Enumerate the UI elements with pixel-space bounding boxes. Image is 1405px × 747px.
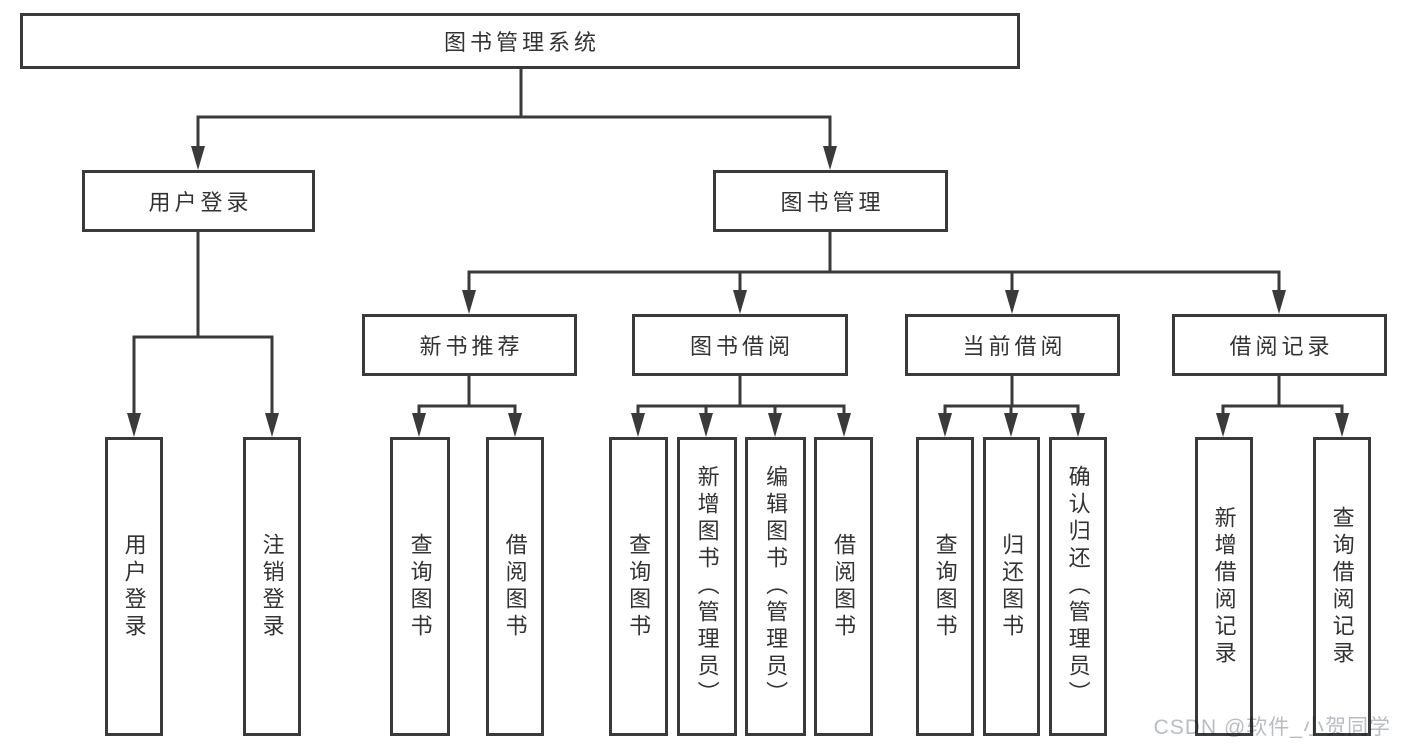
branch-box-user-login-label: 用户登录 xyxy=(148,190,253,215)
leaf-box-edit-books-admin-label: 编辑图书（管理员） xyxy=(763,465,789,708)
leaf-box-add-borrow-record: 新增借阅记录 xyxy=(1195,437,1253,736)
category-box-current-borrowing: 当前借阅 xyxy=(905,314,1120,376)
leaf-box-query-borrow-record-label: 查询借阅记录 xyxy=(1329,505,1355,668)
category-box-new-book-recommend-label: 新书推荐 xyxy=(419,334,524,359)
category-box-borrowing-records: 借阅记录 xyxy=(1172,314,1387,376)
leaf-box-logout-label: 注销登录 xyxy=(259,532,285,641)
leaf-box-borrowing-borrow-books: 借阅图书 xyxy=(814,437,873,736)
root-box-label: 图书管理系统 xyxy=(443,30,600,55)
leaf-box-add-books-admin: 新增图书（管理员） xyxy=(677,437,737,736)
leaf-box-recommend-query-books-label: 查询图书 xyxy=(407,532,433,641)
leaf-box-edit-books-admin: 编辑图书（管理员） xyxy=(745,437,806,736)
category-box-current-borrowing-label: 当前借阅 xyxy=(962,334,1067,359)
leaf-box-confirm-return-admin-label: 确认归还（管理员） xyxy=(1065,465,1091,708)
leaf-box-add-borrow-record-label: 新增借阅记录 xyxy=(1211,505,1237,668)
category-box-new-book-recommend: 新书推荐 xyxy=(362,314,577,376)
leaf-box-current-query-books-label: 查询图书 xyxy=(932,532,958,641)
leaf-box-recommend-borrow-books: 借阅图书 xyxy=(486,437,544,736)
category-box-book-borrowing-label: 图书借阅 xyxy=(689,334,794,359)
leaf-box-user-login: 用户登录 xyxy=(105,437,163,736)
root-box-library-system: 图书管理系统 xyxy=(20,13,1020,69)
leaf-box-current-query-books: 查询图书 xyxy=(916,437,974,736)
leaf-box-recommend-borrow-books-label: 借阅图书 xyxy=(502,532,528,641)
leaf-box-logout: 注销登录 xyxy=(243,437,301,736)
leaf-box-confirm-return-admin: 确认归还（管理员） xyxy=(1049,437,1107,736)
leaf-box-return-books: 归还图书 xyxy=(983,437,1040,736)
leaf-box-add-books-admin-label: 新增图书（管理员） xyxy=(694,465,720,708)
leaf-box-borrowing-borrow-books-label: 借阅图书 xyxy=(831,532,857,641)
leaf-box-recommend-query-books: 查询图书 xyxy=(390,437,450,736)
category-box-borrowing-records-label: 借阅记录 xyxy=(1229,334,1334,359)
leaf-box-user-login-label: 用户登录 xyxy=(121,532,147,641)
category-box-book-borrowing: 图书借阅 xyxy=(632,314,848,376)
leaf-box-query-borrow-record: 查询借阅记录 xyxy=(1313,437,1371,736)
branch-box-book-management-label: 图书管理 xyxy=(780,190,885,215)
leaf-box-borrowing-query-books-label: 查询图书 xyxy=(626,532,652,641)
branch-box-user-login: 用户登录 xyxy=(82,170,315,232)
leaf-box-borrowing-query-books: 查询图书 xyxy=(609,437,668,736)
csdn-watermark: CSDN @软件_小贺同学 xyxy=(1153,716,1391,739)
leaf-box-return-books-label: 归还图书 xyxy=(999,532,1025,641)
branch-box-book-management: 图书管理 xyxy=(713,170,948,232)
